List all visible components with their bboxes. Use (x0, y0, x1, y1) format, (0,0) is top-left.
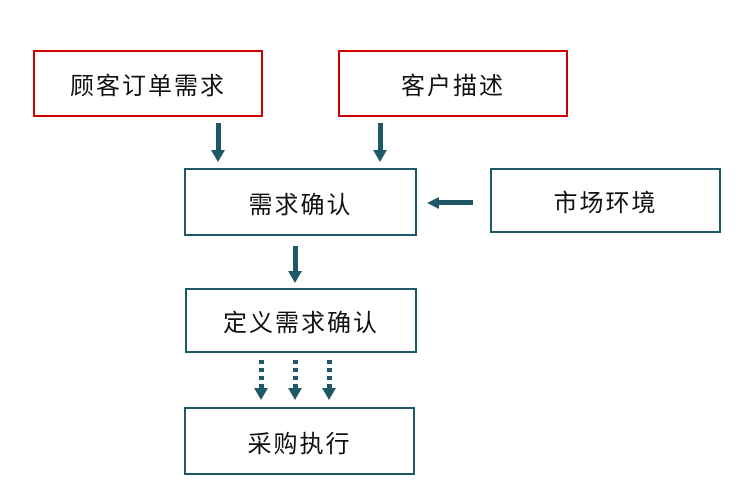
arrow-dotted-define-demand-to-procurement-1 (254, 360, 268, 400)
arrow-dotted-shaft (292, 360, 298, 388)
arrow-shaft (292, 246, 298, 271)
arrow-customer-order-to-demand-confirm (211, 123, 225, 162)
flow-box-label: 市场环境 (553, 189, 658, 217)
flow-box-label: 客户描述 (401, 72, 505, 100)
arrow-customer-desc-to-demand-confirm (373, 123, 387, 162)
arrow-down-head-icon (373, 150, 387, 162)
arrow-dotted-define-demand-to-procurement-3 (322, 360, 336, 400)
flow-box-define-demand: 定义需求确认 (185, 288, 417, 353)
arrow-dotted-define-demand-to-procurement-2 (288, 360, 302, 400)
flow-box-customer-order: 顾客订单需求 (33, 50, 263, 117)
arrow-demand-confirm-to-define-demand (288, 246, 302, 283)
flow-box-label: 顾客订单需求 (70, 72, 226, 100)
arrow-market-env-to-demand-confirm (427, 196, 473, 209)
arrow-down-head-icon (254, 388, 268, 400)
arrow-down-head-icon (288, 271, 302, 283)
arrow-shaft (439, 200, 473, 205)
flow-box-label: 需求确认 (248, 190, 353, 219)
arrow-down-head-icon (322, 388, 336, 400)
flow-box-customer-desc: 客户描述 (338, 50, 568, 117)
arrow-down-head-icon (288, 388, 302, 400)
flow-box-procurement-exec: 采购执行 (184, 407, 415, 475)
flow-box-market-env: 市场环境 (490, 168, 721, 233)
flow-box-demand-confirm: 需求确认 (184, 168, 417, 236)
flow-box-label: 采购执行 (247, 429, 352, 458)
arrow-shaft (215, 123, 221, 150)
arrow-left-head-icon (427, 196, 439, 209)
flow-box-label: 定义需求确认 (223, 309, 379, 337)
arrow-shaft (377, 123, 383, 150)
arrow-dotted-shaft (258, 360, 264, 388)
arrow-down-head-icon (211, 150, 225, 162)
arrow-dotted-shaft (326, 360, 332, 388)
